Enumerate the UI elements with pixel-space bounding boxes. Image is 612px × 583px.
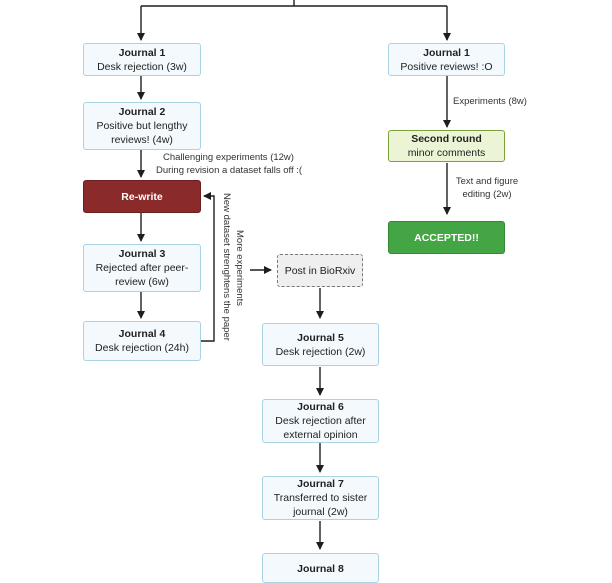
node-text: Rejected after peer-review (6w)	[95, 262, 189, 288]
journal-8-node: Journal 8	[262, 553, 379, 583]
node-title: Journal 2	[118, 106, 166, 118]
node-text: Post in BioRxiv	[284, 264, 356, 277]
node-title: Journal 6	[297, 401, 344, 413]
journal-5-node: Journal 5 Desk rejection (2w)	[262, 323, 379, 366]
node-text: Positive reviews! :O	[400, 60, 493, 73]
node-title: Journal 1	[423, 46, 470, 59]
accepted-node: ACCEPTED!!	[388, 221, 505, 254]
journal-1-left-node: Journal 1 Desk rejection (3w)	[83, 43, 201, 76]
second-round-node: Second round minor comments	[388, 130, 505, 162]
node-text: Desk rejection (3w)	[97, 60, 187, 73]
node-title: Journal 1	[118, 46, 166, 59]
node-text: Positive but lengthy reviews! (4w)	[96, 120, 188, 146]
label-new-dataset: New dataset strenghtens the paper	[221, 193, 232, 341]
biorxiv-node: Post in BioRxiv	[277, 254, 363, 287]
label-experiments-8w: Experiments (8w)	[453, 96, 527, 107]
journal-3-node: Journal 3 Rejected after peer-review (6w…	[83, 244, 201, 292]
journal-7-node: Journal 7 Transferred to sister journal …	[262, 476, 379, 520]
node-title: Journal 5	[297, 331, 344, 344]
rewrite-node: Re-write	[83, 180, 201, 213]
node-text: Desk rejection after external opinion	[275, 415, 366, 441]
node-text: Transferred to sister journal (2w)	[273, 492, 368, 518]
node-title: Second round	[411, 133, 482, 145]
top-split-line	[141, 0, 447, 7]
arrow-j4-rewrite-loop	[201, 192, 215, 342]
node-title: ACCEPTED!!	[414, 231, 479, 244]
label-more-experiments: More experiments	[234, 230, 245, 307]
node-title: Journal 7	[297, 478, 344, 490]
label-challenging-experiments: Challenging experiments (12w)	[163, 152, 294, 163]
node-title: Journal 8	[297, 563, 344, 575]
node-text: Desk rejection (2w)	[275, 345, 366, 358]
node-title: Journal 3	[118, 248, 166, 260]
label-dataset-falls-off: During revision a dataset falls off :(	[156, 165, 303, 176]
node-text: minor comments	[407, 147, 486, 159]
journal-6-node: Journal 6 Desk rejection after external …	[262, 399, 379, 443]
journal-2-node: Journal 2 Positive but lengthy reviews! …	[83, 102, 201, 150]
journal-4-node: Journal 4 Desk rejection (24h)	[83, 321, 201, 361]
node-text: Desk rejection (24h)	[95, 342, 189, 354]
label-text-figure-editing: Text and figure editing (2w)	[455, 176, 519, 200]
node-title: Re-write	[121, 190, 163, 203]
node-title: Journal 4	[118, 328, 166, 340]
journal-1-right-node: Journal 1 Positive reviews! :O	[388, 43, 505, 76]
